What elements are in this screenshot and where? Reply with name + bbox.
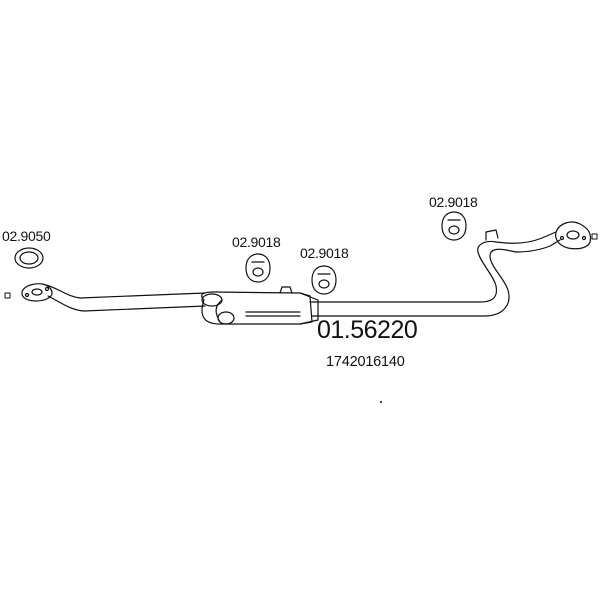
hanger-part-number: 02.9018	[300, 245, 349, 261]
main-part-number: 01.56220	[317, 316, 418, 344]
silencer-icon	[201, 286, 319, 325]
rear-hook	[485, 229, 499, 241]
gasket-ring-icon	[14, 247, 44, 269]
tail-pipe	[505, 231, 561, 253]
gasket-part-number: 02.9050	[2, 228, 51, 244]
oem-part-number: 1742016140	[326, 354, 405, 370]
rear-flange-icon	[555, 221, 598, 250]
rubber-hanger-icon	[311, 265, 337, 295]
hanger-part-number: 02.9018	[429, 194, 478, 210]
marker-dot	[380, 401, 382, 403]
mid-pipe	[309, 240, 517, 317]
rubber-hanger-icon	[245, 253, 271, 283]
front-pipe	[45, 284, 206, 312]
hanger-part-number: 02.9018	[232, 234, 281, 250]
connector-square-icon	[4, 292, 11, 299]
rubber-hanger-icon	[441, 211, 467, 241]
front-flange-icon	[21, 283, 53, 302]
